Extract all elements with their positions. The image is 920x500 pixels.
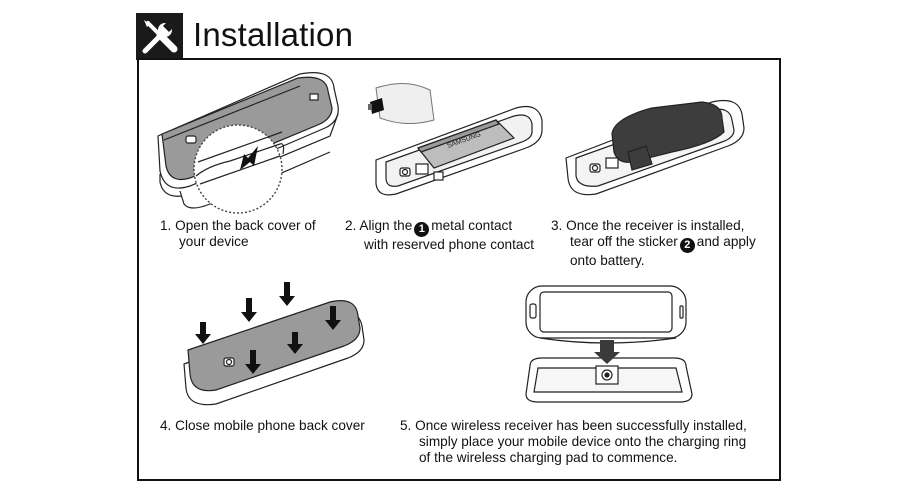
step-3-caption: 3. Once the receiver is installed, tear … [551,218,756,268]
close-back-cover-illustration [180,280,370,415]
number-badge: 1 [414,222,430,237]
number-badge: 2 [679,238,695,253]
receiver-installed-illustration [562,88,752,203]
align-contact-illustration: SAMSUNG [356,80,546,205]
instructions-frame [137,58,781,481]
open-back-cover-illustration [150,66,345,221]
step-4-caption: 4. Close mobile phone back cover [160,418,365,433]
step-1-caption: 1. Open the back cover of your device [160,218,316,249]
charging-pad-illustration [520,282,700,417]
step-5-caption: 5. Once wireless receiver has been succe… [400,418,747,465]
tools-icon [136,13,183,60]
page-title: Installation [193,16,354,53]
